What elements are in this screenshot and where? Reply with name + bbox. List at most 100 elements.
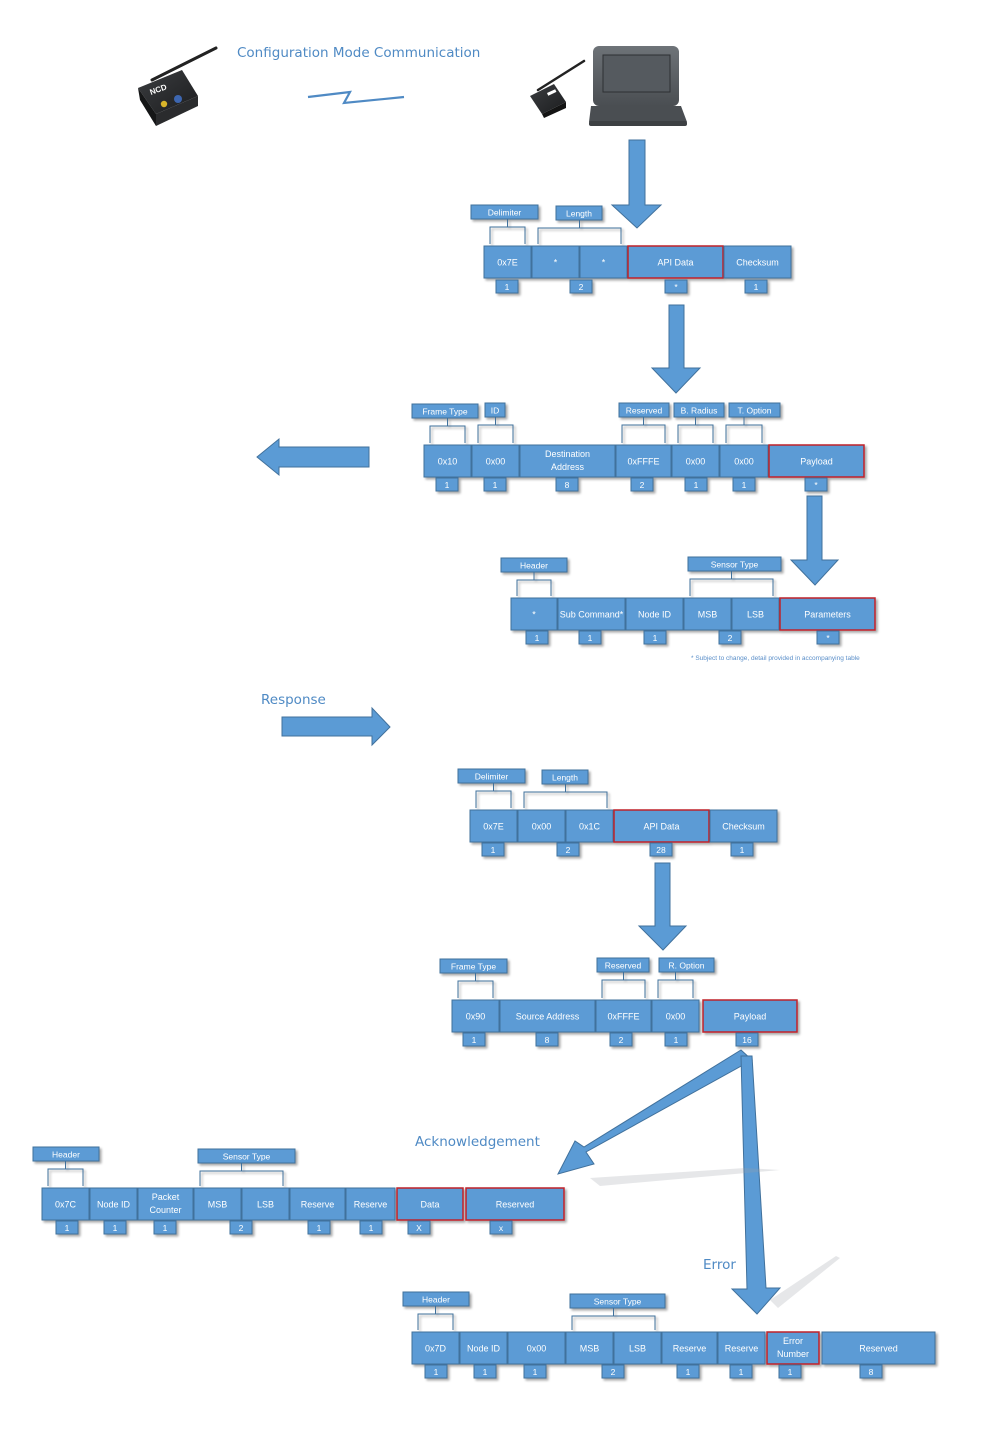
size-box: 1 <box>462 1032 486 1047</box>
ack-arrow <box>557 1049 753 1175</box>
size-box: x <box>489 1220 513 1235</box>
group-bracket <box>571 1308 656 1330</box>
size-box: 1 <box>523 1364 547 1379</box>
size-box: 8 <box>555 477 579 492</box>
group-label: Header <box>500 557 568 573</box>
size-label: 8 <box>869 1367 874 1377</box>
wireless-link-icon <box>307 90 405 105</box>
size-label: 1 <box>369 1223 374 1233</box>
group-label-text: B. Radius <box>681 406 718 416</box>
size-label: 1 <box>113 1223 118 1233</box>
frame-cell: * <box>510 597 558 631</box>
frame-cell: 0x10 <box>423 444 472 478</box>
frame-cell: MSB <box>683 597 732 631</box>
size-box: 1 <box>643 630 667 645</box>
frame-cell: Reserved <box>821 1331 936 1365</box>
size-box: 8 <box>535 1032 559 1047</box>
config-title: Configuration Mode Communication <box>237 45 480 61</box>
group-bracket <box>689 571 774 596</box>
size-label: 2 <box>611 1367 616 1377</box>
frame-cell: Sub Command* <box>557 597 626 631</box>
frame-cell: Reserve <box>345 1187 396 1221</box>
size-box: 1 <box>730 842 754 857</box>
group-bracket <box>677 417 714 443</box>
frame-cell: LSB <box>241 1187 290 1221</box>
size-box: 1 <box>103 1220 127 1235</box>
cell-label: Node ID <box>638 610 672 620</box>
frame-cell: 0x7D <box>411 1331 460 1365</box>
group-label-text: Header <box>52 1150 80 1160</box>
group-label-text: Sensor Type <box>711 560 759 570</box>
frame-cell: MSB <box>193 1187 242 1221</box>
size-box: 1 <box>729 1364 753 1379</box>
cell-label: 0x7C <box>55 1200 77 1210</box>
size-label: 8 <box>545 1035 550 1045</box>
size-box: * <box>804 477 828 492</box>
size-box: 2 <box>630 477 654 492</box>
group-bracket <box>601 972 646 998</box>
frame-cell: 0x00 <box>719 444 769 478</box>
size-box: 2 <box>609 1032 633 1047</box>
cell-label: 0xFFFE <box>627 457 659 467</box>
size-box: 1 <box>435 477 459 492</box>
cell-label: 0x7D <box>425 1344 447 1354</box>
group-label: Delimiter <box>470 204 539 220</box>
size-label: 1 <box>535 633 540 643</box>
group-bracket <box>429 418 466 443</box>
size-label: 1 <box>491 845 496 855</box>
frame-cell: MSB <box>565 1331 614 1365</box>
frame-cell: Parameters <box>779 597 876 631</box>
down-arrow-4 <box>637 862 688 951</box>
cell-label: Number <box>777 1349 809 1359</box>
size-box: 1 <box>495 279 519 294</box>
size-label: x <box>499 1223 504 1233</box>
size-label: 16 <box>742 1035 752 1045</box>
group-bracket <box>516 572 552 596</box>
cell-label: 0x00 <box>734 457 754 467</box>
size-box: 1 <box>424 1364 448 1379</box>
cell-label: * <box>532 610 536 620</box>
size-box: 8 <box>859 1364 883 1379</box>
frame-cell: 0x00 <box>507 1331 566 1365</box>
size-label: 1 <box>317 1223 322 1233</box>
cell-label: 0x7E <box>483 822 504 832</box>
size-label: 1 <box>686 1367 691 1377</box>
cell-label: 0x00 <box>486 457 506 467</box>
frame-cell: API Data <box>613 809 710 843</box>
group-label-text: Delimiter <box>488 208 522 218</box>
size-label: 1 <box>505 282 510 292</box>
size-box: * <box>816 630 840 645</box>
group-label-text: Frame Type <box>451 962 496 972</box>
size-label: 1 <box>533 1367 538 1377</box>
size-label: 2 <box>579 282 584 292</box>
frame-cell: Checksum <box>723 245 792 279</box>
left-arrow <box>256 437 370 477</box>
group-label: Frame Type <box>439 958 508 974</box>
frame-cell: Payload <box>768 444 865 478</box>
wireless-sensor-icon: NCD <box>138 46 218 126</box>
frame-cell: 0x1C <box>565 809 614 843</box>
group-bracket <box>47 1161 84 1186</box>
group-label: R. Option <box>658 957 715 973</box>
cell-label: Node ID <box>467 1344 501 1354</box>
group-bracket <box>489 219 526 244</box>
down-arrow-3 <box>789 495 840 586</box>
frame-cell: 0x00 <box>471 444 520 478</box>
size-label: 1 <box>739 1367 744 1377</box>
size-box: 2 <box>601 1364 625 1379</box>
size-box: 1 <box>481 842 505 857</box>
group-label: ID <box>484 402 506 418</box>
frame-cell: Node ID <box>625 597 684 631</box>
cell-label: Parameters <box>804 610 851 620</box>
size-box: 1 <box>778 1364 802 1379</box>
frame-cell: Reserve <box>289 1187 346 1221</box>
size-label: 1 <box>742 480 747 490</box>
size-box: 1 <box>483 477 507 492</box>
group-label-text: ID <box>491 406 500 416</box>
group-label-text: T. Option <box>737 406 771 416</box>
cell-label: MSB <box>580 1344 600 1354</box>
